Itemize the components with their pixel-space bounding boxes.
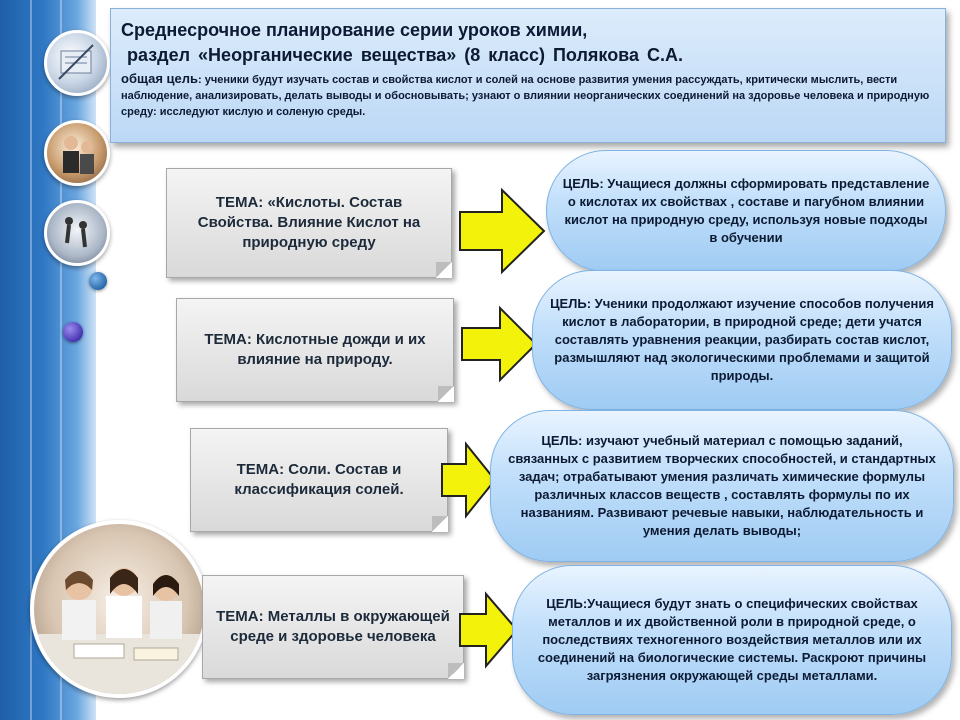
panel-stripe xyxy=(30,0,32,720)
goal-text: ЦЕЛЬ: изучают учебный материал с помощью… xyxy=(508,433,936,538)
page-fold xyxy=(432,516,448,532)
header-panel: Среднесрочное планирование серии уроков … xyxy=(110,8,946,143)
arrow-right-icon xyxy=(459,591,519,669)
page-fold xyxy=(436,262,452,278)
goal-bubble-metals: ЦЕЛЬ:Учащиеся будут знать о специфически… xyxy=(512,565,952,715)
goal-text: ЦЕЛЬ: Учащиеся должны сформировать предс… xyxy=(562,176,930,245)
topic-card-salts: ТЕМА: Соли. Состав и классификация солей… xyxy=(190,428,448,532)
general-goal-text: : ученики будут изучать состав и свойств… xyxy=(121,74,930,118)
topic-card-metals: ТЕМА: Металлы в окружающей среде и здоро… xyxy=(202,575,464,679)
topic-text: ТЕМА: «Кислоты. Состав Свойства. Влияние… xyxy=(197,194,421,251)
goal-bubble-acids: ЦЕЛЬ: Учащиеся должны сформировать предс… xyxy=(546,150,946,272)
decorative-dot-blue xyxy=(89,272,107,290)
general-goal-label: общая цель xyxy=(121,71,198,86)
topic-text: ТЕМА: Соли. Состав и классификация солей… xyxy=(234,461,404,498)
arrow-right-icon xyxy=(461,305,538,383)
topic-text: ТЕМА: Кислотные дожди и их влияние на пр… xyxy=(204,331,426,368)
arrow-right-icon xyxy=(459,187,546,275)
photo-office-tools xyxy=(44,30,110,96)
goal-bubble-salts: ЦЕЛЬ: изучают учебный материал с помощью… xyxy=(490,410,954,562)
topic-card-acid-rain: ТЕМА: Кислотные дожди и их влияние на пр… xyxy=(176,298,454,402)
photo-walking-people xyxy=(44,200,110,266)
panel-stripe xyxy=(60,0,62,720)
goal-bubble-acid-rain: ЦЕЛЬ: Ученики продолжают изучение способ… xyxy=(532,270,952,410)
decorative-dot-purple xyxy=(63,322,83,342)
general-goal: общая цель: ученики будут изучать состав… xyxy=(121,71,935,120)
goal-text: ЦЕЛЬ:Учащиеся будут знать о специфически… xyxy=(537,596,927,683)
page-fold xyxy=(438,386,454,402)
topic-text: ТЕМА: Металлы в окружающей среде и здоро… xyxy=(216,608,450,645)
arrow-right-icon xyxy=(441,441,497,519)
goal-text: ЦЕЛЬ: Ученики продолжают изучение способ… xyxy=(550,296,934,383)
photo-business-people xyxy=(44,120,110,186)
page-fold xyxy=(448,663,464,679)
page-title: Среднесрочное планирование серии уроков … xyxy=(121,20,588,40)
topic-card-acids: ТЕМА: «Кислоты. Состав Свойства. Влияние… xyxy=(166,168,452,278)
page-subtitle: раздел «Неорганические вещества» (8 клас… xyxy=(127,45,684,65)
photo-students-classroom xyxy=(30,520,208,698)
